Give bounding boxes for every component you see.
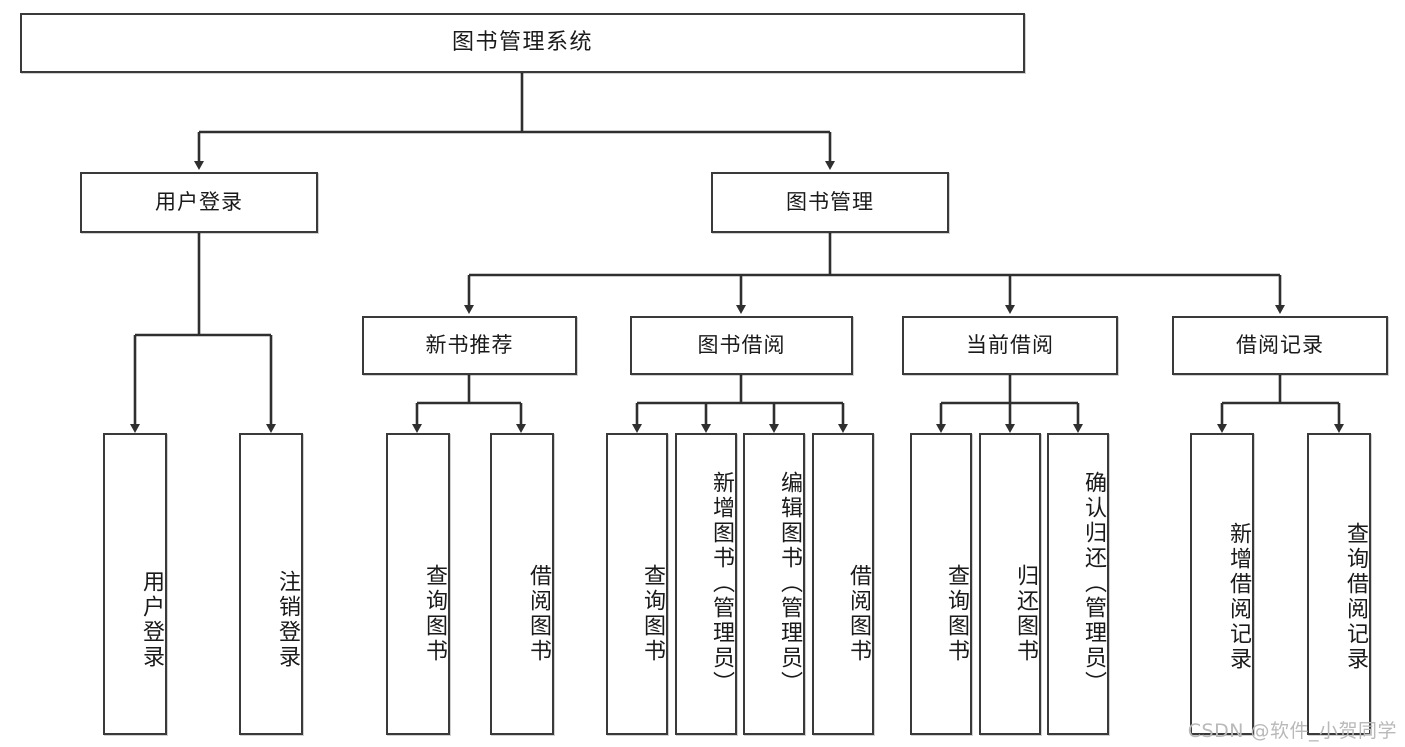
leaf-current-borrow-confirm-return-admin[interactable]: 确认归还（管理员） <box>1047 433 1109 735</box>
leaf-new-book-query-books[interactable]: 查询图书 <box>386 433 450 735</box>
watermark-text: CSDN @软件_小贺同学 <box>1187 720 1397 742</box>
node-borrow-record[interactable]: 借阅记录 <box>1172 316 1388 375</box>
leaf-borrow-record-add-record[interactable]: 新增借阅记录 <box>1190 433 1254 735</box>
leaf-user-login-logout[interactable]: 注销登录 <box>239 433 303 735</box>
node-user-login[interactable]: 用户登录 <box>80 172 318 233</box>
node-book-borrow[interactable]: 图书借阅 <box>630 316 853 375</box>
node-new-book-recommend[interactable]: 新书推荐 <box>362 316 577 375</box>
leaf-book-borrow-add-book-admin[interactable]: 新增图书（管理员） <box>675 433 737 735</box>
node-current-borrow[interactable]: 当前借阅 <box>902 316 1118 375</box>
leaf-book-borrow-edit-book-admin[interactable]: 编辑图书（管理员） <box>743 433 805 735</box>
leaf-current-borrow-query-books[interactable]: 查询图书 <box>910 433 972 735</box>
leaf-book-borrow-borrow-books[interactable]: 借阅图书 <box>812 433 874 735</box>
leaf-new-book-borrow-books[interactable]: 借阅图书 <box>490 433 554 735</box>
leaf-user-login-login[interactable]: 用户登录 <box>103 433 167 735</box>
leaf-current-borrow-return-books[interactable]: 归还图书 <box>979 433 1041 735</box>
node-book-management[interactable]: 图书管理 <box>711 172 949 233</box>
leaf-book-borrow-query-books[interactable]: 查询图书 <box>606 433 668 735</box>
node-root-system[interactable]: 图书管理系统 <box>20 13 1025 73</box>
leaf-borrow-record-query-record[interactable]: 查询借阅记录 <box>1307 433 1371 735</box>
